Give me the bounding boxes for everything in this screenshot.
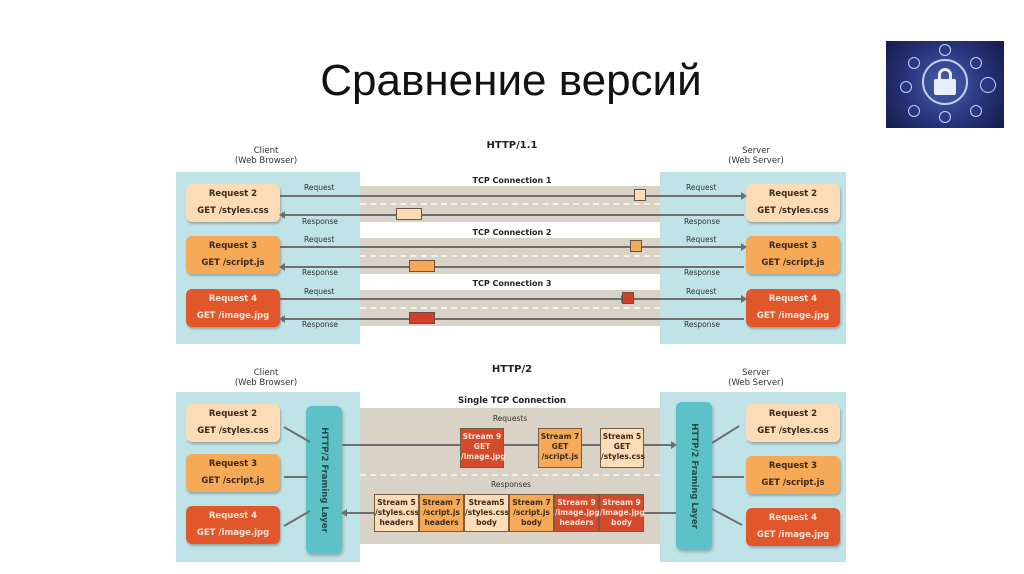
response-label: Response — [684, 217, 721, 226]
lock-body — [934, 79, 956, 95]
request-arrow — [642, 192, 747, 200]
response-arrow — [279, 211, 744, 219]
request-packet — [630, 240, 642, 252]
node-icon — [980, 77, 996, 93]
node-icon — [970, 57, 982, 69]
response-label: Response — [302, 320, 339, 329]
response-packet — [396, 208, 422, 220]
request-packet — [622, 292, 634, 304]
bidirectional-arrow — [712, 476, 744, 478]
request-label: Request — [304, 287, 335, 296]
request-arrow — [632, 295, 747, 303]
response-arrow — [279, 315, 744, 323]
http11-heading: HTTP/1.1 — [486, 140, 538, 151]
http11-server-label: Server(Web Server) — [728, 146, 784, 166]
ring-decoration — [922, 59, 968, 105]
response-label: Response — [302, 268, 339, 277]
request-label: Request — [686, 287, 717, 296]
lane-divider — [360, 474, 660, 476]
request-arrow — [280, 295, 627, 303]
lane-divider — [360, 203, 660, 205]
http2-heading: HTTP/2 — [491, 364, 533, 375]
response-label: Response — [302, 217, 339, 226]
node-icon — [970, 105, 982, 117]
response-label: Response — [684, 268, 721, 277]
http2-client-label: Client(Web Browser) — [234, 368, 298, 388]
server-framing-layer: HTTP/2 Framing Layer — [676, 402, 712, 550]
single-tcp-connection-label: Single TCP Connection — [458, 396, 566, 406]
request-packet — [634, 189, 646, 201]
request-arrow — [642, 243, 747, 251]
node-icon — [900, 81, 912, 93]
request-arrow — [280, 192, 647, 200]
slide-title: Сравнение версий — [320, 56, 702, 105]
node-icon — [939, 44, 951, 56]
http2-server-label: Server(Web Server) — [728, 368, 784, 388]
response-arrow — [279, 263, 744, 271]
lock-shackle — [938, 68, 952, 82]
request-arrow — [280, 243, 637, 251]
request-label: Request — [686, 183, 717, 192]
client-framing-layer: HTTP/2 Framing Layer — [306, 406, 342, 554]
http-comparison-diagram: HTTP/1.1 Client(Web Browser) Server(Web … — [176, 140, 848, 564]
request-stream-arrow — [342, 441, 677, 449]
lane-divider — [360, 307, 660, 309]
response-packet — [409, 260, 435, 272]
request-label: Request — [304, 183, 335, 192]
http11-client-label: Client(Web Browser) — [234, 146, 298, 166]
request-label: Request — [686, 235, 717, 244]
tcp-connection-2-label: TCP Connection 2 — [472, 228, 552, 237]
tcp-connection-3-label: TCP Connection 3 — [472, 279, 552, 288]
requests-label: Requests — [492, 414, 528, 423]
node-icon — [908, 105, 920, 117]
node-icon — [939, 111, 951, 123]
response-label: Response — [684, 320, 721, 329]
node-icon — [908, 57, 920, 69]
bidirectional-arrow — [284, 476, 308, 478]
responses-label: Responses — [491, 480, 531, 489]
padlock-network-icon — [886, 41, 1004, 128]
response-packet — [409, 312, 435, 324]
tcp-connection-1-label: TCP Connection 1 — [472, 176, 552, 185]
lane-divider — [360, 255, 660, 257]
request-label: Request — [304, 235, 335, 244]
